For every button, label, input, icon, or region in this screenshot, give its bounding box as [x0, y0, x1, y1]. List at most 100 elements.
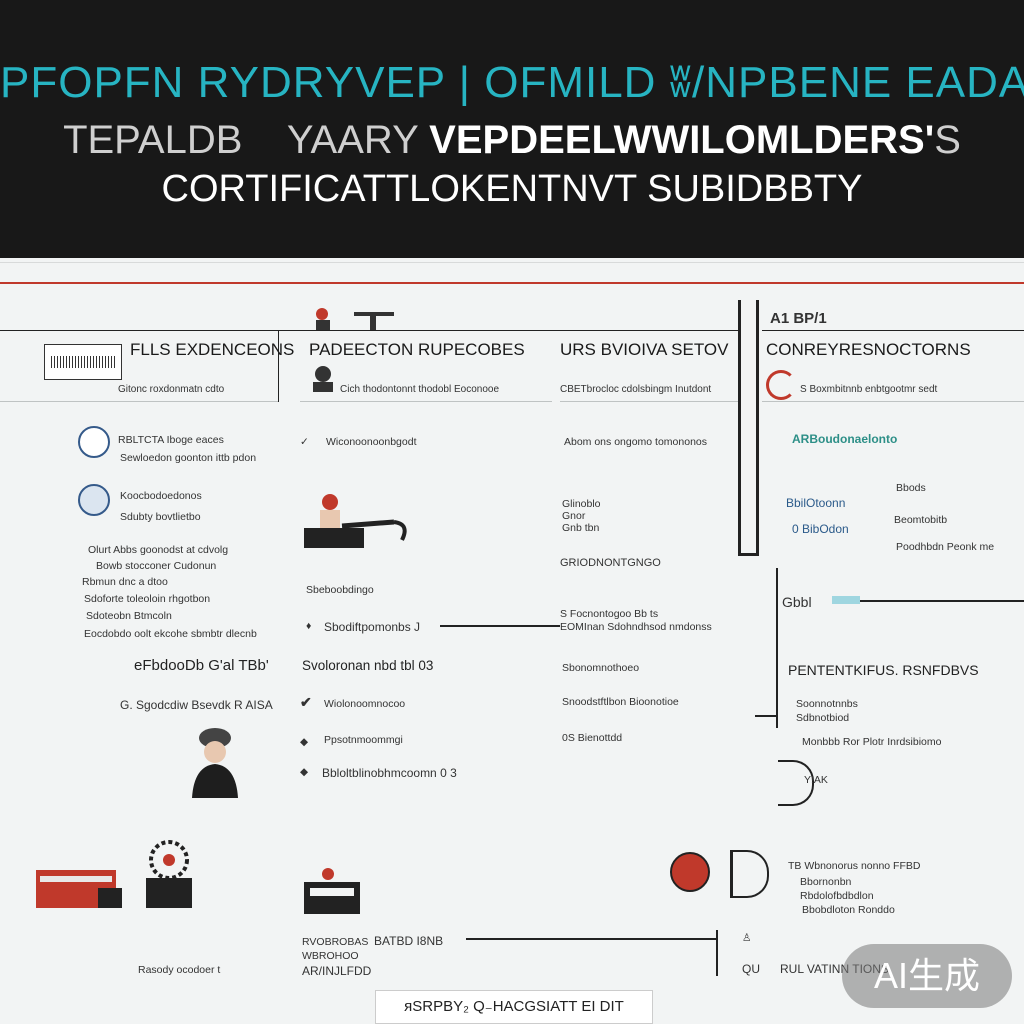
- col1-paragraph-line: Sdoteobn Btmcoln: [86, 610, 172, 622]
- col2-line-2: Sbeboobdingo: [306, 584, 374, 596]
- col1-item2-title: Koocbodoedonos: [120, 490, 202, 502]
- row-line: [0, 330, 740, 331]
- col2-line-5: Wiolonoomnocoo: [324, 698, 406, 710]
- column-line: [278, 330, 279, 402]
- col4-paragraph-1: TB Wbnonorus nonno FFBD: [788, 860, 921, 872]
- col2-line-1: Wiconoonoonbgodt: [326, 436, 417, 448]
- person-portrait-icon: [192, 728, 238, 798]
- row-line: [762, 401, 1024, 402]
- col2-bottom-c: WBROHOO: [302, 950, 359, 962]
- red-divider: [0, 282, 1024, 284]
- cyan-bar: [832, 596, 860, 604]
- checkmark-icon: ✔: [300, 694, 312, 710]
- briefcase-icon: [36, 870, 122, 908]
- col2-line-4: Svoloronan nbd tbl 03: [302, 658, 434, 673]
- col4-b4: Gbbl: [782, 594, 812, 610]
- barcode-icon: [44, 344, 122, 380]
- col3-line-2b: Gnor: [562, 510, 586, 522]
- col4-b2-right: Beomtobitb: [894, 514, 948, 526]
- col4-paragraph-2: Bbornonbn: [800, 876, 852, 888]
- col4-section-line-3: Y!AK: [804, 774, 828, 786]
- col1-bottom-text: Rasody ocodoer t: [138, 964, 221, 976]
- col2-bottom-d: AR/INJLFDD: [302, 964, 372, 978]
- bullet-icon: ♦: [306, 620, 312, 632]
- col1-stamp-text: eFbdooDb G'al TBb': [134, 657, 269, 674]
- row-line: [560, 401, 740, 402]
- header-line-3: CORTIFICATTLOKENTNVT SUBIDBBTY: [161, 168, 863, 210]
- bracket-shape: [778, 760, 814, 806]
- col4-section-line-2: Monbbb Ror Plotr Inrdsibiomo: [802, 736, 942, 748]
- col4-paragraph-3: Rbdolofbdbdlon: [800, 890, 874, 902]
- small-mark-icon: ♙: [742, 932, 752, 944]
- col2-bottom-a: RVOBROBAS: [302, 936, 369, 948]
- col4-section-title: PENTENTKIFUS. RSNFDBVS: [788, 662, 979, 678]
- footer-badge: ᴙSRPBY₂ Q₋HACGSIATT EI DIT: [375, 990, 653, 1024]
- bracket-foot: [740, 553, 758, 556]
- divider: [0, 262, 1024, 263]
- column-sub-3: CBETbrocloc cdolsbingm Inutdont: [560, 384, 712, 395]
- arc-icon: [766, 370, 796, 400]
- row-line: [0, 401, 278, 402]
- worker-tool-illustration-icon: [304, 494, 407, 548]
- col2-bottom-b: BATBD I8NB: [374, 934, 444, 948]
- col3-line-2a: Glinoblo: [562, 498, 601, 510]
- document-seal-icon: [78, 426, 110, 458]
- col1-paragraph-line: Bowb stocconer Cudonun: [96, 560, 217, 572]
- col1-signature: G. Sgodcdiw Bsevdk R AISA: [120, 698, 273, 712]
- header-line-1: PFOPFN RYDRYVEP | OFMILD ʬ/NPBENE EADAIB: [0, 58, 1024, 107]
- vertical-line: [776, 568, 778, 728]
- col1-paragraph-line: Sdoforte toleoloin rhgotbon: [84, 593, 211, 605]
- column-sub-2: Cich thodontonnt thodobl Eoconooe: [340, 384, 500, 395]
- col3-line-3: GRIODNONTGNGO: [560, 557, 661, 569]
- column-title-3: URS BVIOIVA SETOV: [560, 340, 729, 359]
- col4-b1-right: Bbods: [896, 482, 926, 494]
- header-line-2-b: YAARY: [286, 118, 419, 162]
- col4-end-prefix: QU: [742, 962, 760, 976]
- col3-line-1: Abom ons ongomo tomononos: [564, 436, 708, 448]
- row-line: [300, 401, 552, 402]
- col1-item2-desc: Sdubty bovtlietbo: [120, 511, 201, 523]
- header-banner: PFOPFN RYDRYVEP | OFMILD ʬ/NPBENE EADAIB…: [0, 0, 1024, 258]
- col4-section-line-1b: Sdbnotbiod: [796, 712, 850, 724]
- column-title-1: FLLS EXDENCEONS: [130, 340, 295, 359]
- column-title-2: PADEECTON RUPECOBES: [309, 340, 525, 359]
- connector-line: [440, 625, 560, 627]
- header-line-2-c: VEPDEELWWILOMLDERS': [429, 118, 935, 162]
- ornament-emblem-icon: [146, 840, 192, 908]
- column-sub-1: Gitonc roxdonmatn cdto: [118, 384, 225, 395]
- col4-section-line-1a: Soonnotnnbs: [796, 698, 858, 710]
- column-title-4: CONREYRESNOCTORNS: [766, 340, 971, 359]
- bracket-shape: [730, 850, 769, 898]
- col4-b1: BbilOtoonn: [786, 496, 846, 510]
- connector-line: [466, 938, 716, 940]
- vertical-bracket: [738, 300, 741, 556]
- col3-line-4a: S Focnontogoo Bb ts: [560, 608, 659, 620]
- col1-paragraph-line: Olurt Abbs goonodst at cdvolg: [88, 544, 229, 556]
- col4-top-label: A1 BP/1: [770, 310, 827, 327]
- workers-illustration-icon: [316, 308, 394, 330]
- col3-line-5: Sbonomnothoeo: [562, 662, 640, 674]
- worker-avatar-icon: [313, 366, 333, 392]
- col1-paragraph-line: Eocdobdo oolt ekcohe sbmbtr dlecnb: [84, 628, 257, 640]
- row-line: [762, 330, 1024, 331]
- header-line-2-a: TEPALDB: [63, 118, 243, 162]
- bullet-icon: ◆: [300, 736, 309, 748]
- bullet-icon: ✓: [300, 436, 309, 448]
- col1-item1-title: RBLTCTA Iboge eaces: [118, 434, 224, 446]
- connector-line: [860, 600, 1024, 602]
- red-seal-icon: [670, 852, 710, 892]
- col4-paragraph-4: Bbobdloton Ronddo: [802, 904, 895, 916]
- header-line-2-d: S: [934, 118, 961, 162]
- header-line-2: TEPALDB YAARY VEPDEELWWILOMLDERS'S: [0, 118, 1024, 163]
- col4-b3-right: Poodhbdn Peonk me: [896, 541, 995, 553]
- col3-line-2c: Gnb tbn: [562, 522, 600, 534]
- globe-icon: [78, 484, 110, 516]
- connector-line: [716, 930, 718, 976]
- toolbox-icon: [304, 868, 360, 914]
- col3-line-6: Snoodstftlbon Bioonotioe: [562, 696, 679, 708]
- col1-paragraph-line: Rbmun dnc a dtoo: [82, 576, 168, 588]
- col4-b2: 0 BibOdon: [792, 522, 849, 536]
- col2-line-7: Bbloltblinobhmcoomn 0 3: [322, 766, 457, 780]
- bullet-icon: ◆: [300, 766, 309, 778]
- ai-watermark: AI生成: [842, 944, 1012, 1008]
